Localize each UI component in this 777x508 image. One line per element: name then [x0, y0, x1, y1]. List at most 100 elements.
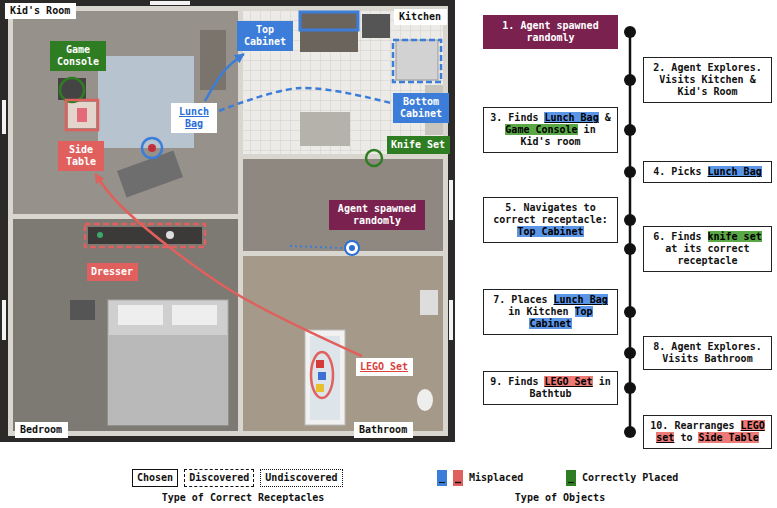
highlight: knife set: [708, 231, 762, 242]
legend-entry: Correctly Placed: [566, 470, 678, 486]
node-text: Kid's Room: [10, 5, 71, 17]
dresser-item: [97, 232, 103, 238]
agent: [345, 241, 359, 255]
legend-sample: Discovered: [184, 469, 254, 487]
timeline-dot: [624, 306, 636, 318]
room-floor: [243, 256, 443, 431]
text-run: LEGO Set: [360, 361, 408, 372]
chosen-receptacle: [300, 12, 358, 30]
agent-core: [349, 245, 355, 251]
legend-text: Correctly Placed: [582, 472, 678, 484]
pillow: [172, 305, 217, 325]
text-run: Bathroom: [359, 424, 407, 435]
highlight: Top Cabinet: [517, 226, 583, 237]
node-text: Bedroom: [20, 424, 63, 436]
legend-swatch: [437, 470, 447, 486]
bed: [108, 300, 228, 425]
room-floor: [13, 11, 238, 214]
text-run: 1. Agent spawned randomly: [502, 20, 598, 43]
node-text: 5. Navigates to correct receptacle: Top …: [489, 202, 612, 238]
pillow: [118, 305, 163, 325]
legend-text: Misplaced: [469, 472, 523, 484]
text-run: in Kitchen: [508, 306, 574, 317]
node-text: 2. Agent Explores. Visits Kitchen & Kid'…: [649, 62, 766, 98]
node-text: 10. Rearranges LEGO set to Side Table: [649, 420, 766, 444]
legend-text: Discovered: [189, 472, 249, 484]
plan-ground: [0, 0, 455, 442]
node-text: 6. Finds knife set at its correct recept…: [649, 231, 766, 267]
timeline-step: 6. Finds knife set at its correct recept…: [643, 226, 772, 272]
highlight: Game Console: [505, 124, 577, 135]
legend-text: Undiscovered: [265, 472, 337, 484]
node-text: Knife Set: [391, 139, 446, 151]
timeline-step: 8. Agent Explores. Visits Bathroom: [643, 336, 772, 370]
object-marker: [60, 78, 84, 102]
timeline-dot: [624, 347, 636, 359]
timeline-step: 9. Finds LEGO Set in Bathtub: [483, 371, 618, 405]
room-label: Bathroom: [354, 422, 413, 438]
node-text: 4. Picks Lunch Bag: [649, 166, 766, 178]
legend-swatch: [566, 470, 576, 486]
legend-heading: Type of Objects: [515, 492, 605, 504]
timeline-dot: [624, 26, 636, 38]
node-text: Side Table: [62, 144, 100, 168]
text-run: 9. Finds: [490, 376, 544, 387]
legend-sample: Chosen: [132, 469, 178, 487]
room-label: Kitchen: [394, 9, 447, 25]
object-marker: [142, 138, 162, 158]
lego: [316, 384, 324, 392]
highlight: Lunch Bag: [554, 294, 608, 305]
timeline-dot: [624, 426, 636, 438]
node-text: Bottom Cabinet: [397, 96, 445, 120]
timeline-dot: [624, 166, 636, 178]
lunch-bag: [148, 144, 156, 152]
window: [2, 100, 6, 134]
receptacle-label: Dresser: [87, 263, 138, 281]
node-text: Game Console: [54, 44, 102, 68]
text-run: Kitchen: [399, 11, 441, 22]
object-label: LEGO Set: [356, 358, 413, 376]
node-text: 3. Finds Lunch Bag & Game Console in Kid…: [489, 112, 612, 148]
node-text: Dresser: [91, 266, 134, 278]
timeline-step: 10. Rearranges LEGO set to Side Table: [643, 415, 772, 449]
fridge: [396, 40, 438, 80]
text-run: 6. Finds: [653, 231, 707, 242]
bathtub-inner: [310, 336, 340, 420]
node-text: Lunch Bag: [175, 106, 213, 130]
highlight: Lunch Bag: [544, 112, 598, 123]
timeline-dot: [624, 74, 636, 86]
text-run: Bedroom: [20, 424, 62, 435]
sink: [362, 14, 390, 38]
text-run: 2. Agent Explores. Visits Kitchen & Kid'…: [653, 62, 761, 97]
toilet: [417, 389, 433, 411]
receptacle-label: Bottom Cabinet: [393, 93, 449, 123]
highlight: Side Table: [698, 432, 758, 443]
agent-trail: [290, 246, 343, 248]
window: [2, 300, 6, 340]
object-label: Game Console: [50, 41, 106, 71]
object: [77, 108, 87, 122]
text-run: 5. Navigates to correct receptacle:: [493, 202, 607, 225]
room-floor: [13, 219, 238, 431]
cabinet: [300, 12, 358, 52]
window: [449, 300, 453, 340]
timeline-step: 1. Agent spawned randomly: [483, 15, 618, 49]
text-run: to: [674, 432, 698, 443]
desk: [200, 30, 226, 90]
highlight: LEGO Set: [544, 376, 592, 387]
legend-text: Chosen: [137, 472, 173, 484]
node-text: 1. Agent spawned randomly: [489, 20, 612, 44]
text-run: 7. Places: [493, 294, 553, 305]
swatch-underline: [455, 482, 461, 484]
timeline-spine: [629, 28, 632, 436]
timeline-dot: [624, 214, 636, 226]
rug: [98, 56, 194, 148]
lego: [316, 360, 324, 368]
receptacle-label: Top Cabinet: [237, 21, 293, 51]
node-text: Top Cabinet: [241, 24, 289, 48]
node-text: Agent spawned randomly: [333, 203, 421, 227]
timeline-dot: [624, 243, 636, 255]
legend-heading: Type of Correct Receptacles: [162, 492, 325, 504]
